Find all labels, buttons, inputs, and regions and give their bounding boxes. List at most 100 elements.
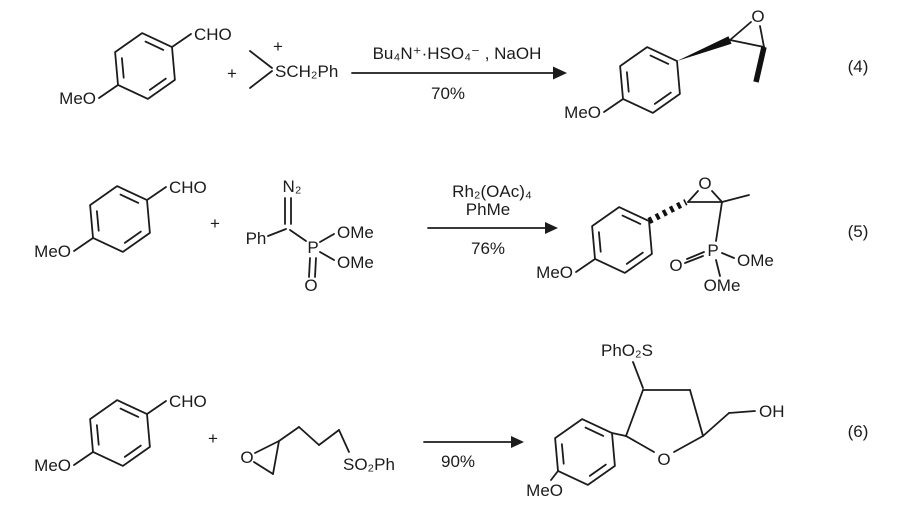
epoxide-c-c-bond xyxy=(729,39,765,48)
reaction-6-product-tetrahydrofuran: PhO₂S O OH MeO xyxy=(526,341,784,500)
reaction-4-anisaldehyde: CHO MeO xyxy=(59,25,232,108)
bond-to-ome xyxy=(73,237,94,252)
methyl-bond xyxy=(249,70,273,89)
epoxide-c-o-bond xyxy=(759,25,765,48)
yield-label: 76% xyxy=(471,239,505,258)
meo-label: MeO xyxy=(536,263,573,282)
p-ome-bond xyxy=(319,233,335,243)
hydroxyl-label: OH xyxy=(759,402,785,421)
reaction-4-product-epoxide: MeO O xyxy=(564,7,767,122)
plus-sign: + xyxy=(227,64,237,83)
aryl-ring-bond xyxy=(611,432,627,437)
benzene-ring xyxy=(114,32,176,100)
plus-sign: + xyxy=(208,429,218,448)
epoxide-oxygen-label: O xyxy=(698,174,711,193)
p-ome-bond xyxy=(721,252,735,259)
yield-label: 90% xyxy=(441,452,475,471)
epoxide-c-o-bond xyxy=(254,440,280,454)
positive-charge-label: + xyxy=(273,37,283,56)
bond-to-ome xyxy=(98,84,119,99)
cho-label: CHO xyxy=(169,178,207,197)
sulfonyl-label: PhO₂S xyxy=(601,341,653,360)
ring-bond xyxy=(689,389,704,437)
c-p-bond xyxy=(715,201,723,242)
ring-oxygen-label: O xyxy=(657,450,670,469)
hydroxymethyl-bond xyxy=(728,410,756,414)
benzene-ring xyxy=(591,206,653,274)
ring-c-o-bond xyxy=(673,435,704,453)
yield-label: 70% xyxy=(431,84,465,103)
hydroxymethyl-bond xyxy=(702,412,730,437)
diazo-label: N₂ xyxy=(283,177,302,196)
reaction-5-product-phosphonate-epoxide: MeO O P O OMe OMe xyxy=(536,174,774,295)
epoxide-c-o-bond xyxy=(687,190,699,203)
reaction-arrowhead xyxy=(545,222,558,234)
meo-label: MeO xyxy=(34,456,71,475)
oxo-label: O xyxy=(304,276,317,295)
hashed-wedge-bond xyxy=(647,199,688,224)
bond-to-cho xyxy=(146,400,167,415)
epoxide-c-o-bond xyxy=(253,461,274,475)
equation-number: (5) xyxy=(848,222,869,241)
sulfonium-formula-label: SCH₂Ph xyxy=(275,62,338,81)
reaction-4-sulfonium-ylide: + SCH₂Ph xyxy=(249,37,338,89)
cho-label: CHO xyxy=(194,25,232,44)
ome-label: OMe xyxy=(337,223,374,242)
cho-label: CHO xyxy=(169,392,207,411)
reaction-6-epoxy-sulfone: O SO₂Ph xyxy=(240,426,395,475)
reaction-6-anisaldehyde: CHO MeO xyxy=(34,392,207,475)
epoxide-c-c-bond xyxy=(272,440,280,475)
reaction-6-arrow: 90% xyxy=(423,436,524,471)
reaction-5-diazo-phosphonate: Ph N₂ P OMe OMe O xyxy=(246,177,374,295)
reaction-5-arrow: Rh₂(OAc)₄ PhMe 76% xyxy=(427,182,558,258)
reaction-5-anisaldehyde: CHO MeO xyxy=(34,178,207,261)
epoxide-c-o-bond xyxy=(711,190,723,203)
catalyst-label: Rh₂(OAc)₄ xyxy=(452,182,532,201)
phosphorus-label: P xyxy=(307,238,318,257)
ph-c-bond xyxy=(267,228,287,237)
bond-to-cho xyxy=(171,33,192,48)
ome-label: OMe xyxy=(737,251,774,270)
epoxide-c-o-bond xyxy=(729,21,752,41)
bond-to-cho xyxy=(146,186,167,201)
phenyl-label: Ph xyxy=(246,229,267,248)
c-p-bond xyxy=(289,229,307,242)
reaction-6: CHO MeO + O SO₂Ph 90% PhO₂S xyxy=(34,341,868,500)
benzene-ring xyxy=(89,185,151,253)
chain-bond xyxy=(298,426,320,446)
methyl-bond xyxy=(249,50,273,69)
equation-number: (4) xyxy=(848,57,869,76)
bond-to-ome xyxy=(575,258,596,273)
methyl-bond xyxy=(721,194,750,203)
epoxide-oxygen-label: O xyxy=(751,7,764,26)
p-o-double-bond xyxy=(308,257,311,278)
ring-c-o-bond xyxy=(625,435,655,453)
phosphorus-label: P xyxy=(707,241,718,260)
benzene-ring xyxy=(554,418,616,486)
meo-label: MeO xyxy=(34,242,71,261)
bold-substituent-bond xyxy=(753,46,767,83)
p-o-double-bond xyxy=(686,251,705,260)
wedge-bond xyxy=(677,36,732,61)
p-ome-bond xyxy=(319,251,335,261)
meo-label: MeO xyxy=(526,481,563,500)
reaction-arrowhead xyxy=(511,436,524,448)
chain-bond xyxy=(318,429,340,446)
bond-to-ome xyxy=(73,451,94,466)
meo-label: MeO xyxy=(564,103,601,122)
solvent-label: PhMe xyxy=(466,200,510,219)
oxo-label: O xyxy=(669,256,682,275)
ring-bond xyxy=(625,389,644,437)
reaction-4: CHO MeO + + SCH₂Ph Bu₄N⁺·HSO₄⁻ , NaOH 70… xyxy=(59,7,868,122)
ome-label: OMe xyxy=(704,276,741,295)
s-c-bond xyxy=(632,361,644,389)
bond-to-ome xyxy=(550,470,559,481)
plus-sign: + xyxy=(210,214,220,233)
chain-bond xyxy=(278,426,300,442)
p-o-double-bond xyxy=(314,257,317,278)
meo-label: MeO xyxy=(59,89,96,108)
reaction-4-arrow: Bu₄N⁺·HSO₄⁻ , NaOH 70% xyxy=(351,44,567,103)
p-o-double-bond xyxy=(684,255,704,264)
chain-bond xyxy=(338,429,350,453)
